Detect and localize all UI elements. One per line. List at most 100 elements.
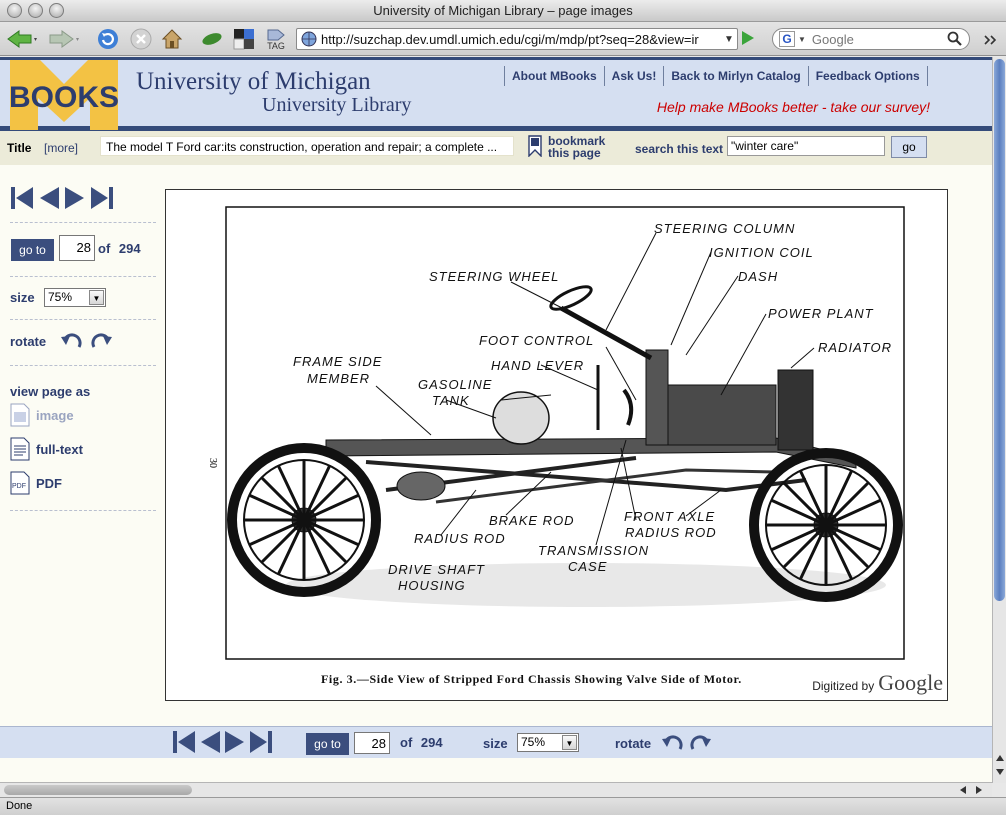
divider: [10, 222, 156, 223]
label-dash: DASH: [738, 269, 778, 284]
divider: [10, 276, 156, 277]
search-go-button[interactable]: go: [891, 136, 927, 158]
bookmark-line1: bookmark: [548, 134, 606, 148]
label-frame-side: FRAME SIDE: [293, 354, 382, 369]
rotate-label: rotate: [10, 334, 47, 349]
address-bar[interactable]: http://suzchap.dev.umdl.umich.edu/cgi/m/…: [296, 28, 738, 50]
title-more-link[interactable]: [more]: [44, 141, 79, 155]
stop-icon: [130, 28, 152, 50]
label-foot-control: FOOT CONTROL: [479, 333, 594, 348]
first-page-icon[interactable]: [172, 730, 196, 754]
vertical-scroll-thumb[interactable]: [994, 59, 1005, 601]
view-fulltext-option[interactable]: full-text: [10, 437, 83, 461]
size-select[interactable]: 75% ▼: [44, 288, 106, 307]
top-navigation: About MBooks Ask Us! Back to Mirlyn Cata…: [504, 66, 928, 86]
pdf-page-icon: PDF: [10, 471, 30, 495]
rotate-right-icon[interactable]: [688, 733, 712, 753]
nav-back-to-mirlyn[interactable]: Back to Mirlyn Catalog: [664, 66, 809, 86]
view-pdf-option[interactable]: PDF PDF: [10, 471, 62, 495]
vertical-scrollbar[interactable]: [992, 57, 1006, 783]
zoom-window-button[interactable]: [49, 3, 64, 18]
rotate-left-icon[interactable]: [60, 331, 84, 351]
next-page-icon[interactable]: [64, 185, 86, 211]
search-text-input[interactable]: "winter care": [727, 136, 885, 156]
view-image-option[interactable]: image: [10, 403, 74, 427]
globe-icon: [301, 31, 317, 47]
page-count: of 294: [98, 241, 141, 256]
go-url-button[interactable]: [742, 31, 754, 45]
grid-icon: [233, 29, 254, 50]
grid-extension-button[interactable]: [231, 26, 257, 52]
minimize-window-button[interactable]: [28, 3, 43, 18]
scroll-down-arrow-icon[interactable]: [995, 767, 1005, 777]
label-brake-rod: BRAKE ROD: [489, 513, 575, 528]
home-button[interactable]: [158, 26, 186, 52]
page-number-input[interactable]: 28: [59, 235, 95, 261]
bookmark-line2: this page: [548, 146, 601, 160]
bottom-goto-button[interactable]: go to: [306, 733, 349, 755]
label-ignition-coil: IGNITION COIL: [709, 245, 814, 260]
survey-link[interactable]: Help make MBooks better - take our surve…: [656, 99, 930, 115]
goto-button[interactable]: go to: [11, 239, 54, 261]
web-search-box[interactable]: G ▼ Google: [772, 28, 970, 50]
bottom-page-number-input[interactable]: 28: [354, 732, 390, 754]
bottom-of-label: of: [400, 735, 413, 750]
reload-button[interactable]: [94, 26, 122, 52]
label-housing: HOUSING: [398, 578, 466, 593]
stop-button[interactable]: [127, 26, 155, 52]
view-page-as-label: view page as: [10, 384, 91, 399]
nav-about-mbooks[interactable]: About MBooks: [504, 66, 605, 86]
label-front-axle: FRONT AXLE: [624, 509, 715, 524]
bookmark-link[interactable]: bookmark this page: [548, 135, 605, 159]
scroll-left-arrow-icon[interactable]: [958, 785, 968, 795]
back-button[interactable]: [4, 26, 40, 52]
forward-arrow-icon: [49, 30, 79, 48]
of-label: of: [98, 241, 111, 256]
close-window-button[interactable]: [7, 3, 22, 18]
horizontal-scroll-thumb[interactable]: [4, 785, 192, 795]
bottom-navigation: go to 28 of 294 size 75% ▼ rotate: [0, 726, 992, 758]
toolbar-overflow-icon[interactable]: [982, 32, 998, 48]
nav-ask-us[interactable]: Ask Us!: [605, 66, 665, 86]
chassis-illustration: 30: [207, 206, 905, 686]
scroll-right-arrow-icon[interactable]: [974, 785, 984, 795]
scroll-up-arrow-icon[interactable]: [995, 753, 1005, 763]
title-bar: Title [more] The model T Ford car:its co…: [0, 131, 992, 165]
horizontal-scrollbar[interactable]: [0, 782, 992, 797]
web-search-placeholder: Google: [811, 31, 854, 47]
forward-button[interactable]: [46, 26, 82, 52]
nav-feedback-options[interactable]: Feedback Options: [809, 66, 928, 86]
status-bar: Done: [0, 797, 1006, 815]
bottom-size-select[interactable]: 75% ▼: [517, 733, 579, 752]
first-page-icon[interactable]: [10, 185, 34, 211]
size-value: 75%: [48, 290, 73, 304]
bottom-page-arrows: [172, 730, 273, 754]
google-search-engine-icon[interactable]: G: [779, 31, 795, 47]
magnifier-icon[interactable]: [947, 31, 963, 47]
last-page-icon[interactable]: [90, 185, 114, 211]
site-header: BOOKS University of Michigan University …: [0, 57, 992, 131]
url-history-dropdown-icon[interactable]: ▼: [724, 33, 734, 45]
next-page-icon[interactable]: [224, 730, 246, 754]
view-fulltext-label: full-text: [36, 441, 83, 457]
rotate-left-icon[interactable]: [661, 733, 685, 753]
dropdown-arrow-icon: ▼: [562, 735, 577, 750]
leaf-icon: [202, 33, 222, 45]
url-text: http://suzchap.dev.umdl.umich.edu/cgi/m/…: [321, 31, 699, 47]
status-text: Done: [6, 800, 33, 812]
previous-page-icon[interactable]: [199, 730, 221, 754]
last-page-icon[interactable]: [249, 730, 273, 754]
label-member: MEMBER: [307, 371, 370, 386]
search-engine-dropdown-icon[interactable]: ▼: [798, 34, 806, 44]
label-transmission: TRANSMISSION: [538, 543, 649, 558]
mbooks-logo[interactable]: BOOKS: [10, 60, 118, 130]
leaf-extension-button[interactable]: [198, 26, 226, 52]
label-power-plant: POWER PLANT: [768, 306, 874, 321]
size-label: size: [10, 290, 35, 305]
tag-button[interactable]: TAG: [262, 26, 290, 52]
window-titlebar: University of Michigan Library – page im…: [0, 0, 1006, 22]
label-front-radius-rod: RADIUS ROD: [625, 525, 717, 540]
bookmark-icon[interactable]: [528, 135, 542, 157]
rotate-right-icon[interactable]: [89, 331, 113, 351]
previous-page-icon[interactable]: [38, 185, 60, 211]
